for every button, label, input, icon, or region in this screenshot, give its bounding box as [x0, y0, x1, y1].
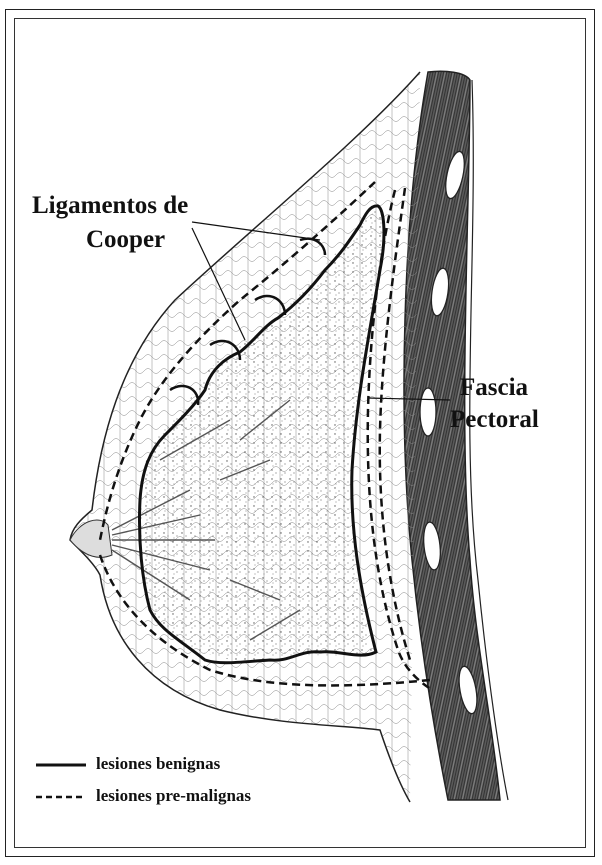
fascia-label-line2: Pectoral: [450, 404, 539, 435]
legend-premalignant-label: lesiones pre-malignas: [96, 786, 251, 806]
cooper-label-line2: Cooper: [86, 224, 165, 255]
legend-benign-label: lesiones benignas: [96, 754, 220, 774]
cooper-label-line1: Ligamentos de: [32, 190, 188, 221]
fascia-label-line1: Fascia: [460, 372, 528, 403]
